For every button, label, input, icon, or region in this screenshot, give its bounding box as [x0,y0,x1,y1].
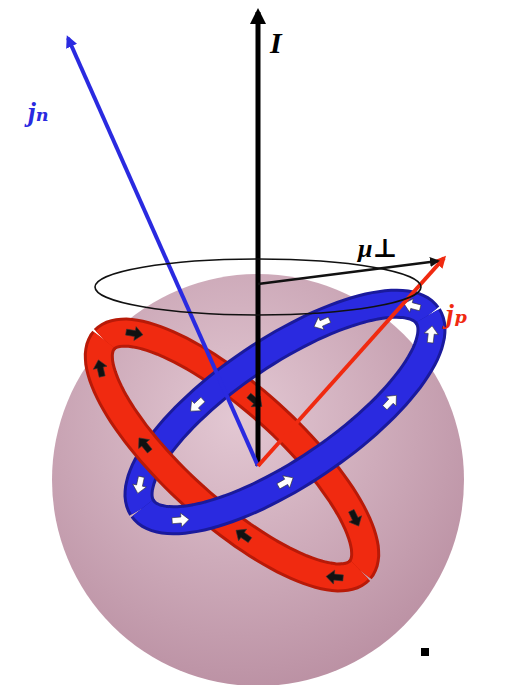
current-arrow [380,391,402,413]
current-arrow [311,313,332,333]
angular-momentum-arrow [256,12,261,466]
current-arrow [380,391,402,413]
magnetic-moment-arrow [258,261,438,284]
current-band [142,316,431,521]
current-arrow [134,434,156,456]
current-arrow [125,325,144,342]
current-arrow [131,475,148,495]
current-arrow [275,472,297,493]
proton-label: jₚ [446,300,468,328]
neutron-vector [68,38,258,466]
precession-ellipse [95,259,421,315]
current-arrow [125,325,144,342]
current-arrow [232,525,254,546]
spin-label: I [270,28,282,58]
current-arrow [92,358,109,378]
current-arrow [311,313,332,333]
current-arrow [423,325,439,343]
current-arrow [186,394,208,416]
current-loops [92,297,439,585]
current-arrow [244,390,266,412]
current-arrow [134,434,156,456]
moment-label: μ⊥ [358,236,397,262]
current-arrow [131,475,148,495]
marker-square [421,648,429,656]
current-arrow [244,390,266,412]
current-arrow [345,508,365,529]
current-arrow [326,569,344,584]
current-band [142,316,431,521]
current-arrow [172,512,190,527]
neutron-label: jₙ [28,98,49,126]
current-arrow [326,569,344,584]
current-arrow [345,508,365,529]
current-arrow [92,358,109,378]
proton-vector [258,258,444,466]
current-arrow [186,394,208,416]
current-arrow [232,525,254,546]
current-arrow [172,512,190,527]
current-arrow [275,472,297,493]
current-arrow [423,325,439,343]
